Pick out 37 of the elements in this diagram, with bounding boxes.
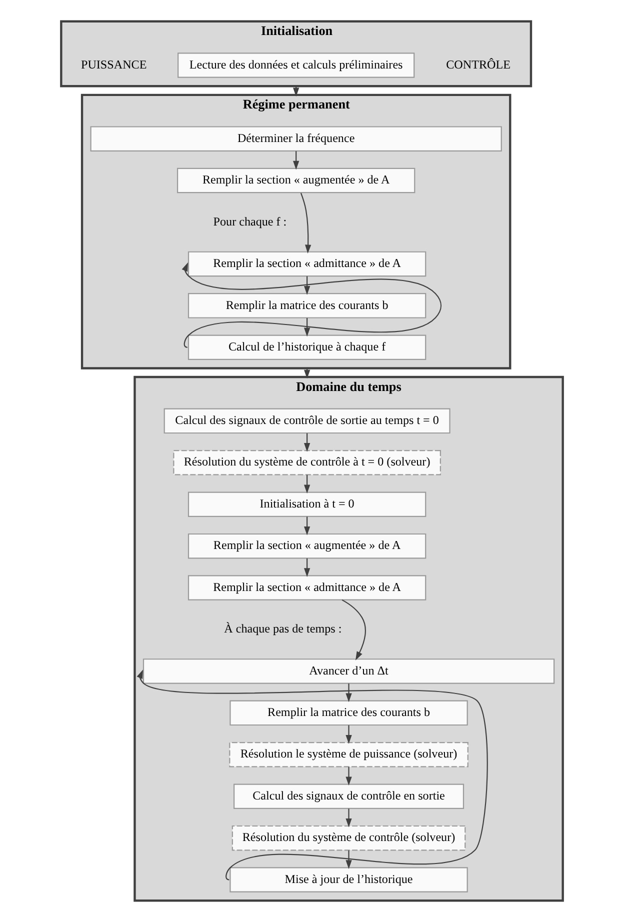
arrow [303,516,310,536]
arrow [303,474,310,494]
node-box: Remplir la matrice des courants b [187,293,426,318]
arrow [345,725,352,744]
arrow [345,766,352,786]
node-box: Déterminer la fréquence [90,126,502,152]
node-box: Résolution le système de puissance (solveur) [228,742,468,768]
arrow [345,808,352,828]
node-box: Remplir la section « augmentée » de A [176,168,415,194]
node-box: Remplir la section « admittance » de A [187,575,426,600]
node-box: Avancer d’un Δt [142,658,554,684]
arrow [303,318,310,337]
node-box: Calcul de l’historique à chaque f [187,334,426,360]
arrow [181,262,441,348]
node-box: Remplir la matrice des courants b [229,700,468,726]
arrow [345,850,352,869]
arrow [292,151,299,170]
label: À chaque pas de temps : [224,622,342,636]
node-box: Initialisation à t = 0 [187,492,426,517]
node-box: Mise à jour de l’historique [229,867,468,892]
label: Pour chaque f : [212,214,286,228]
label: PUISSANCE [80,57,146,72]
node-box: Remplir la section « augmentée » de A [187,533,426,559]
node-box: Calcul des signaux de contrôle de sortie au temps t = 0 [163,408,450,434]
arrow [303,276,310,295]
node-box: Résolution du système de contrôle (solveur) [231,825,466,851]
arrow [341,599,366,660]
node-box: Calcul des signaux de contrôle en sortie [233,784,464,809]
arrow [303,433,310,452]
arrow [345,684,352,702]
node-box: Remplir la section « admittance » de A [187,251,426,277]
node-box: Lecture des données et calculs préliminaires [177,52,414,78]
arrow [300,192,311,254]
node-box: Résolution du système de contrôle à t = 0 (solveur) [172,450,440,476]
arrow [136,670,488,880]
arrow [303,558,310,577]
label: CONTRÔLE [446,57,510,72]
